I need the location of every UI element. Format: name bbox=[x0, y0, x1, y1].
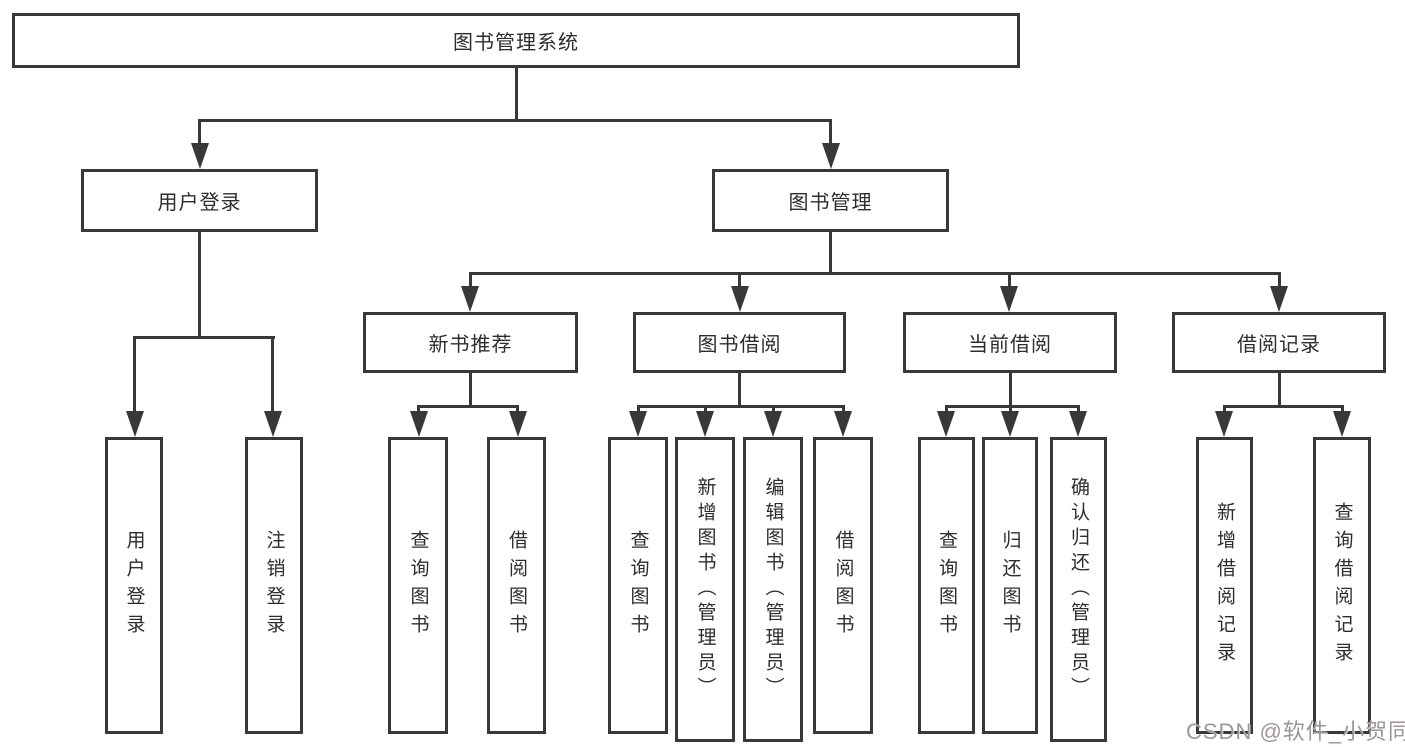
node-book-management-branch: 图书管理 bbox=[712, 169, 949, 232]
node-borrowing-records: 借阅记录 bbox=[1172, 312, 1386, 373]
arrowhead-user-login bbox=[191, 143, 209, 169]
node-book-borrowing: 图书借阅 bbox=[633, 312, 846, 373]
leaf-nb-query-books: 查询图书 bbox=[388, 437, 448, 734]
connector-records-stem bbox=[1278, 373, 1281, 406]
connector-drop-bb-query bbox=[637, 405, 640, 413]
connector-drop-bb-borrow bbox=[842, 405, 845, 413]
arrowhead-bb-query bbox=[629, 411, 647, 437]
connector-drop-nb-borrow bbox=[516, 405, 519, 413]
connector-drop-logout-leaf bbox=[271, 336, 274, 413]
connector-drop-cb-return bbox=[1009, 405, 1012, 413]
arrowhead-current-borrow bbox=[1000, 286, 1018, 312]
connector-drop-new-books bbox=[469, 272, 472, 288]
connector-drop-current-borrow bbox=[1008, 272, 1011, 288]
connector-root-split bbox=[198, 119, 832, 122]
arrowhead-br-query bbox=[1333, 411, 1351, 437]
arrowhead-bb-borrow bbox=[834, 411, 852, 437]
leaf-cb-confirm-return-admin: 确认归还（管理员） bbox=[1050, 437, 1107, 742]
connector-drop-login-leaf bbox=[133, 336, 136, 413]
connector-drop-cb-confirm bbox=[1077, 405, 1080, 413]
connector-root-stem bbox=[515, 68, 518, 119]
leaf-br-query-record: 查询借阅记录 bbox=[1313, 437, 1371, 734]
connector-drop-book-mgmt bbox=[829, 119, 832, 147]
connector-drop-cb-query bbox=[945, 405, 948, 413]
connector-newbooks-stem bbox=[469, 373, 472, 406]
connector-current-stem bbox=[1009, 373, 1012, 406]
leaf-bb-borrow-books: 借阅图书 bbox=[813, 437, 873, 734]
connector-drop-br-query bbox=[1341, 405, 1344, 413]
connector-borrowing-split bbox=[637, 405, 845, 408]
leaf-bb-add-books-admin: 新增图书（管理员） bbox=[675, 437, 735, 742]
node-user-login-branch: 用户登录 bbox=[81, 169, 318, 232]
arrowhead-nb-borrow bbox=[509, 411, 527, 437]
arrowhead-cb-return bbox=[1001, 411, 1019, 437]
connector-newbooks-split bbox=[417, 405, 518, 408]
leaf-bb-edit-books-admin: 编辑图书（管理员） bbox=[743, 437, 803, 742]
leaf-nb-borrow-books: 借阅图书 bbox=[487, 437, 546, 734]
connector-records-split bbox=[1223, 405, 1343, 408]
leaf-cb-return-books: 归还图书 bbox=[982, 437, 1038, 734]
connector-drop-bb-edit bbox=[772, 405, 775, 413]
arrowhead-book-borrow bbox=[731, 286, 749, 312]
node-root: 图书管理系统 bbox=[12, 13, 1020, 68]
arrowhead-bb-edit bbox=[764, 411, 782, 437]
connector-userlogin-stem bbox=[198, 232, 201, 336]
leaf-cb-query-books: 查询图书 bbox=[918, 437, 975, 734]
node-new-book-recommend: 新书推荐 bbox=[363, 312, 578, 373]
connector-drop-user-login bbox=[198, 119, 201, 147]
arrowhead-borrow-records bbox=[1270, 286, 1288, 312]
connector-userlogin-split bbox=[133, 336, 275, 339]
arrowhead-book-mgmt bbox=[822, 143, 840, 169]
arrowhead-cb-query bbox=[937, 411, 955, 437]
connector-drop-br-add bbox=[1223, 405, 1226, 413]
arrowhead-login-leaf bbox=[126, 411, 144, 437]
arrowhead-logout-leaf bbox=[264, 411, 282, 437]
connector-drop-book-borrow bbox=[738, 272, 741, 288]
connector-drop-bb-add bbox=[704, 405, 707, 413]
arrowhead-nb-query bbox=[410, 411, 428, 437]
leaf-bb-query-books: 查询图书 bbox=[608, 437, 668, 734]
connector-drop-nb-query bbox=[417, 405, 420, 413]
arrowhead-bb-add bbox=[696, 411, 714, 437]
arrowhead-br-add bbox=[1215, 411, 1233, 437]
connector-drop-borrow-records bbox=[1278, 272, 1281, 288]
leaf-user-login: 用户登录 bbox=[105, 437, 163, 734]
node-current-borrowing: 当前借阅 bbox=[903, 312, 1117, 373]
leaf-logout: 注销登录 bbox=[245, 437, 303, 734]
arrowhead-cb-confirm bbox=[1069, 411, 1087, 437]
connector-bookmgmt-stem bbox=[829, 232, 832, 272]
arrowhead-new-books bbox=[461, 286, 479, 312]
connector-borrowing-stem bbox=[738, 373, 741, 406]
connector-bookmgmt-split bbox=[469, 272, 1281, 275]
connector-current-split bbox=[945, 405, 1079, 408]
leaf-br-add-record: 新增借阅记录 bbox=[1196, 437, 1253, 734]
csdn-watermark: CSDN @软件_小贺同学 bbox=[1186, 719, 1405, 744]
